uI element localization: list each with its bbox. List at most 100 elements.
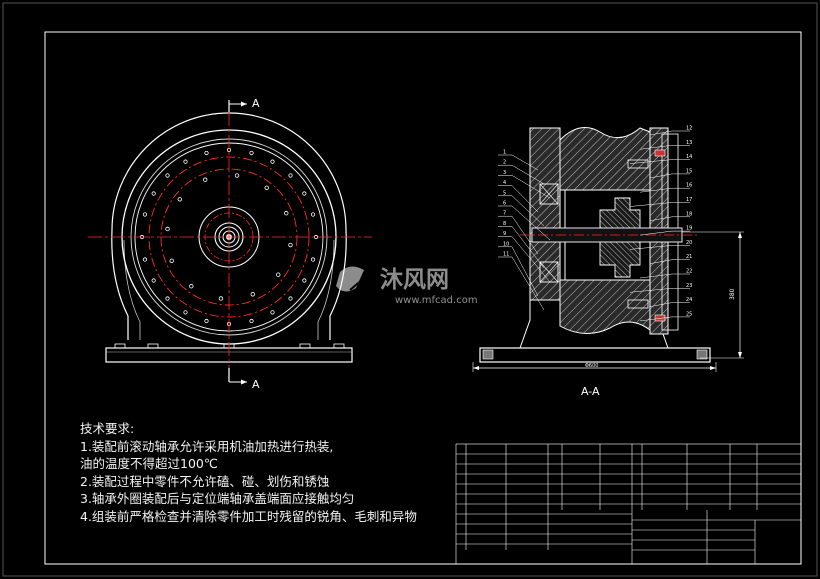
bolt-hole	[165, 173, 170, 178]
bolt-hole	[169, 258, 174, 263]
bolt-hole	[151, 278, 156, 283]
leader-line	[649, 173, 673, 179]
bolt-hole	[302, 278, 307, 283]
part-number-label: 9	[503, 231, 506, 237]
leader-line	[511, 154, 539, 171]
part-number-label: 17	[686, 197, 692, 203]
part-number-label: 22	[686, 269, 692, 275]
dim-height-label: 380	[729, 288, 736, 300]
part-number-label: 16	[686, 183, 692, 189]
leader-line	[511, 205, 551, 241]
part-number-label: 15	[686, 168, 692, 174]
part-number-label: 21	[686, 254, 692, 260]
leader-line	[511, 216, 539, 255]
bolt-hole	[288, 173, 293, 178]
bolt-hole	[270, 159, 275, 164]
bolt-hole	[310, 212, 316, 217]
part-number-label: 14	[686, 154, 692, 160]
leader-line	[511, 185, 539, 213]
part-number-label: 1	[503, 150, 506, 156]
bolt-hole	[165, 226, 170, 232]
bolt-hole	[288, 242, 293, 248]
leader-line	[639, 273, 673, 279]
leader-line	[629, 159, 673, 164]
section-mark-bottom: A	[252, 378, 260, 391]
leader-line	[649, 259, 673, 264]
leader-line	[629, 288, 673, 293]
bolt-hole	[264, 185, 269, 190]
part-number-label: 7	[503, 211, 506, 217]
leader-line	[511, 236, 551, 283]
leader-line	[649, 216, 673, 222]
bolt-hole	[218, 296, 224, 301]
part-number-label: 25	[686, 311, 692, 317]
requirement-item: 油的温度不得超过100℃	[80, 456, 218, 471]
bolt-hole	[204, 150, 209, 156]
leader-line	[629, 202, 673, 207]
bolt-hole	[276, 272, 281, 277]
section-title: A-A	[581, 385, 600, 398]
bolt-hole	[302, 191, 307, 196]
section-mark-top: A	[252, 97, 260, 110]
bolt-hole	[234, 173, 240, 178]
requirement-item: 4.组装前严格检查并清除零件加工时残留的锐角、毛刺和异物	[80, 508, 417, 524]
watermark-url: www.mfcad.com	[395, 295, 478, 306]
requirement-item: 3.轴承外圈装配后与定位端轴承盖端面应接触均匀	[80, 491, 355, 506]
leader-line	[649, 302, 673, 307]
part-number-label: 23	[686, 283, 692, 289]
bolt-hole	[183, 159, 188, 164]
leader-line	[639, 187, 673, 193]
dim-width-label: Φ600	[585, 363, 598, 369]
part-number-label: 5	[503, 190, 506, 196]
leader-line	[511, 175, 551, 199]
part-number-label: 10	[503, 241, 509, 247]
leader-line	[511, 226, 545, 269]
watermark-logo	[336, 266, 377, 292]
leader-line	[639, 230, 673, 236]
leader-line	[511, 195, 545, 227]
section-view	[472, 127, 744, 372]
parts-list	[455, 443, 802, 565]
bolt-hole	[284, 211, 289, 216]
bolt-hole	[151, 191, 156, 196]
bolt-hole	[310, 257, 316, 262]
part-number-label: 11	[503, 252, 509, 258]
leader-line	[511, 256, 545, 311]
watermark-brand: 沐风网	[380, 267, 449, 293]
leader-line	[639, 316, 673, 322]
leader-line	[511, 246, 539, 297]
bolt-hole	[177, 197, 182, 202]
bolt-hole	[189, 284, 194, 289]
bolt-hole	[250, 292, 255, 297]
bolt-hole	[249, 150, 254, 156]
part-number-label: 2	[503, 160, 506, 166]
bolt-hole	[249, 318, 254, 324]
part-number-label: 8	[503, 221, 506, 227]
front-view	[88, 100, 372, 385]
leader-line	[629, 245, 673, 250]
part-number-label: 20	[686, 240, 692, 246]
technical-requirements: 技术要求: 1.装配前滚动轴承允许采用机油加热进行热装, 油的温度不得超过100…	[80, 420, 417, 525]
part-number-label: 24	[686, 297, 692, 303]
requirement-item: 2.装配过程中零件不允许磕、碰、划伤和锈蚀	[80, 473, 330, 489]
part-number-label: 4	[503, 180, 506, 186]
part-number-label: 3	[503, 170, 506, 176]
part-number-label: 19	[686, 226, 692, 232]
requirements-title: 技术要求:	[80, 421, 135, 436]
bolt-hole	[203, 177, 208, 182]
bolt-hole	[142, 212, 148, 217]
part-number-label: 18	[686, 211, 692, 217]
bolt-hole	[288, 296, 293, 301]
bolt-hole	[270, 310, 275, 315]
part-number-label: 13	[686, 140, 692, 146]
leader-line	[649, 130, 673, 136]
part-number-label: 12	[686, 126, 692, 132]
requirement-item: 1.装配前滚动轴承允许采用机油加热进行热装,	[80, 438, 334, 454]
inner-frame	[44, 31, 802, 565]
leader-line	[639, 145, 673, 150]
part-number-label: 6	[503, 201, 506, 207]
leader-line	[511, 164, 545, 185]
